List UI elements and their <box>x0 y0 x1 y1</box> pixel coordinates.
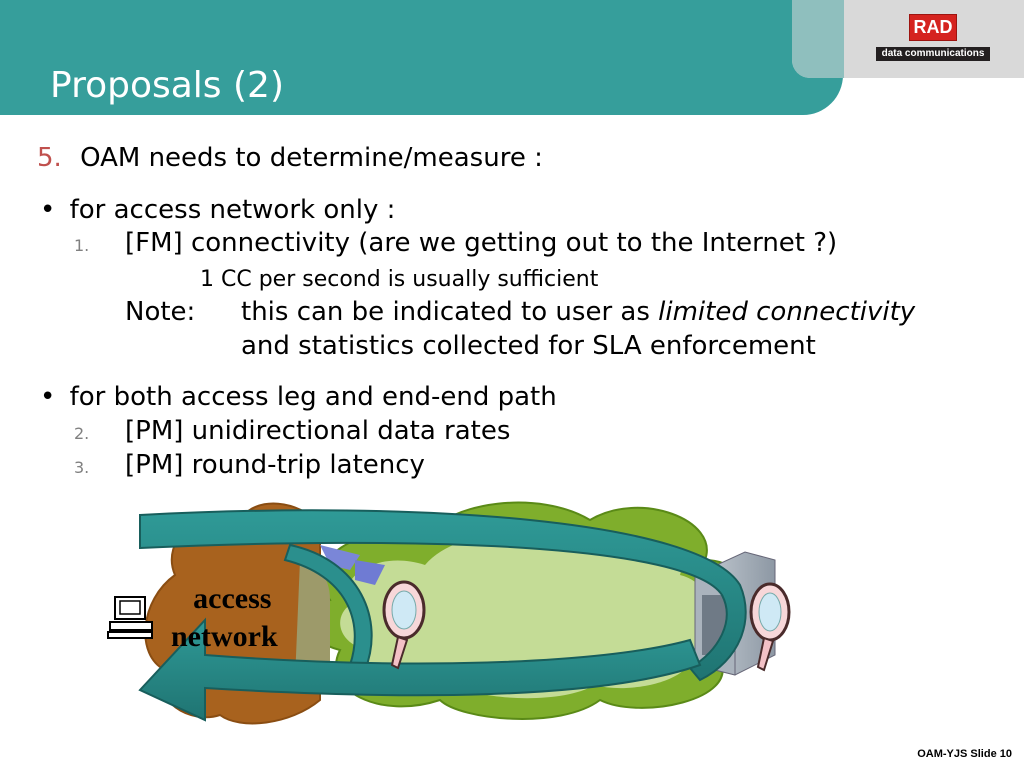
item-number: 5. <box>37 143 62 173</box>
bullet-icon: • <box>40 195 56 225</box>
list-item-5: 5. OAM needs to determine/measure : <box>37 143 543 173</box>
sub-number-2: 2. <box>74 424 90 443</box>
note-text: this can be indicated to user as <box>241 297 659 327</box>
rad-tagline: data communications <box>876 47 990 61</box>
note-label: Note: <box>125 297 196 327</box>
access-label-line-1: access <box>193 582 272 615</box>
note-line-1: this can be indicated to user as limited… <box>241 297 915 327</box>
bullet-text: for both access leg and end-end path <box>69 382 557 412</box>
bullet-both-paths: • for both access leg and end-end path <box>40 382 557 412</box>
link-shape <box>355 560 385 585</box>
bullet-text: for access network only : <box>69 195 396 225</box>
forward-arrow <box>139 509 747 682</box>
computer-icon <box>107 596 153 639</box>
network-diagram <box>107 501 791 725</box>
slide-footer: OAM-YJS Slide 10 <box>917 748 1012 760</box>
access-network-label: access network <box>171 580 278 656</box>
bullet-access-only: • for access network only : <box>40 195 395 225</box>
sub-number-1: 1. <box>74 236 90 255</box>
magnifier-icon <box>749 582 791 672</box>
note-emphasis: limited connectivity <box>658 297 916 327</box>
sub-item-1-detail: 1 CC per second is usually sufficient <box>200 267 599 292</box>
note-line-2: and statistics collected for SLA enforce… <box>241 331 816 361</box>
logo-panel-accent <box>792 0 844 78</box>
sub-item-2: [PM] unidirectional data rates <box>125 416 511 446</box>
rad-logo: RAD <box>909 14 957 41</box>
access-label-line-2: network <box>171 620 278 653</box>
sub-item-1: [FM] connectivity (are we getting out to… <box>125 228 838 258</box>
return-arrow <box>138 617 702 722</box>
sub-item-3: [PM] round-trip latency <box>125 450 425 480</box>
sub-number-3: 3. <box>74 458 90 477</box>
title-bar <box>0 0 843 115</box>
slide-title: Proposals (2) <box>50 65 284 106</box>
item-text: OAM needs to determine/measure : <box>80 143 543 173</box>
magnifier-icon <box>382 580 426 670</box>
bullet-icon: • <box>40 382 56 412</box>
